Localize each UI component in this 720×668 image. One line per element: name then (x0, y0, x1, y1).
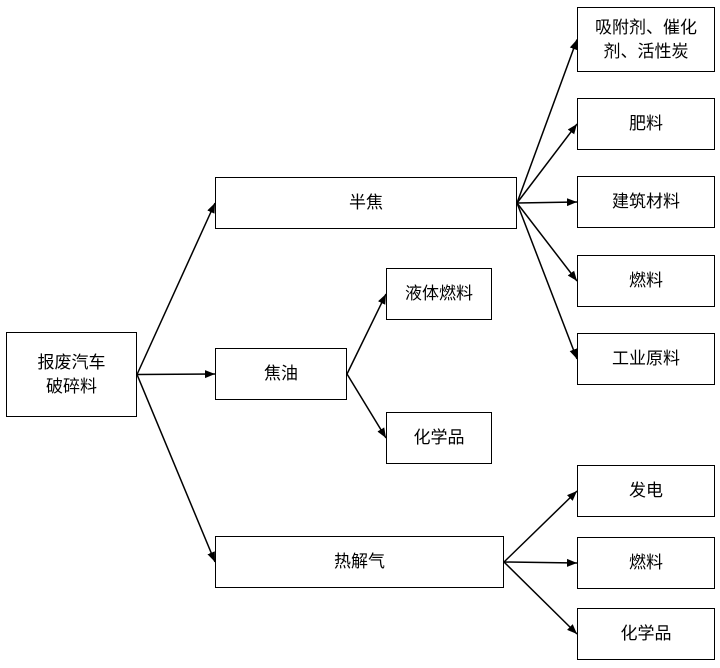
node-tar: 焦油 (215, 348, 347, 400)
arrow-semicoke-to-fuel_a (516, 202, 578, 282)
node-industrial-materials-label: 工业原料 (612, 349, 680, 369)
arrow-source-to-semicoke (136, 202, 216, 375)
node-pyrogas-label: 热解气 (334, 552, 385, 572)
node-power-generation: 发电 (577, 465, 715, 517)
node-adsorbent: 吸附剂、催化 剂、活性炭 (577, 7, 715, 72)
node-fertilizer: 肥料 (577, 98, 715, 150)
arrow-semicoke-to-adsorbent (516, 39, 578, 204)
arrow-semicoke-to-building (516, 198, 578, 207)
arrow-pyrogas-to-fuel_b (503, 558, 578, 567)
node-source-line-1: 报废汽车 (37, 352, 106, 373)
node-industrial-materials: 工业原料 (577, 333, 715, 385)
arrow-pyrogas-to-power (503, 490, 578, 563)
node-chemicals-a: 化学品 (386, 412, 492, 464)
node-building-materials: 建筑材料 (577, 176, 715, 228)
node-adsorbent-line-2: 剂、活性炭 (603, 41, 689, 62)
node-chemicals-a-label: 化学品 (413, 428, 465, 448)
arrow-source-to-tar (136, 370, 216, 379)
node-liquid-fuel-label: 液体燃料 (405, 284, 473, 304)
arrow-semicoke-to-industrial (516, 202, 578, 360)
arrow-source-to-pyrogas (136, 374, 216, 563)
arrow-tar-to-chemicals_a (346, 373, 387, 439)
node-fuel-a-label: 燃料 (629, 271, 663, 291)
arrow-tar-to-liquid_fuel (346, 293, 387, 375)
node-semicoke-label: 半焦 (349, 193, 383, 213)
node-pyrogas: 热解气 (215, 536, 504, 588)
node-liquid-fuel: 液体燃料 (386, 268, 492, 320)
arrow-pyrogas-to-chemicals_b (503, 561, 578, 635)
node-fuel-b: 燃料 (577, 537, 715, 589)
arrow-semicoke-to-fertilizer (516, 123, 578, 204)
node-source-line-2: 破碎料 (46, 376, 97, 397)
node-source: 报废汽车 破碎料 (6, 332, 137, 417)
node-fuel-a: 燃料 (577, 255, 715, 307)
node-semicoke: 半焦 (215, 177, 517, 229)
node-fuel-b-label: 燃料 (629, 553, 663, 573)
node-fertilizer-label: 肥料 (629, 114, 663, 134)
node-chemicals-b-label: 化学品 (620, 624, 672, 644)
node-chemicals-b: 化学品 (577, 608, 715, 660)
node-tar-label: 焦油 (264, 364, 298, 384)
node-power-generation-label: 发电 (629, 481, 663, 501)
node-adsorbent-line-1: 吸附剂、催化 (595, 17, 697, 38)
node-building-materials-label: 建筑材料 (612, 192, 680, 212)
